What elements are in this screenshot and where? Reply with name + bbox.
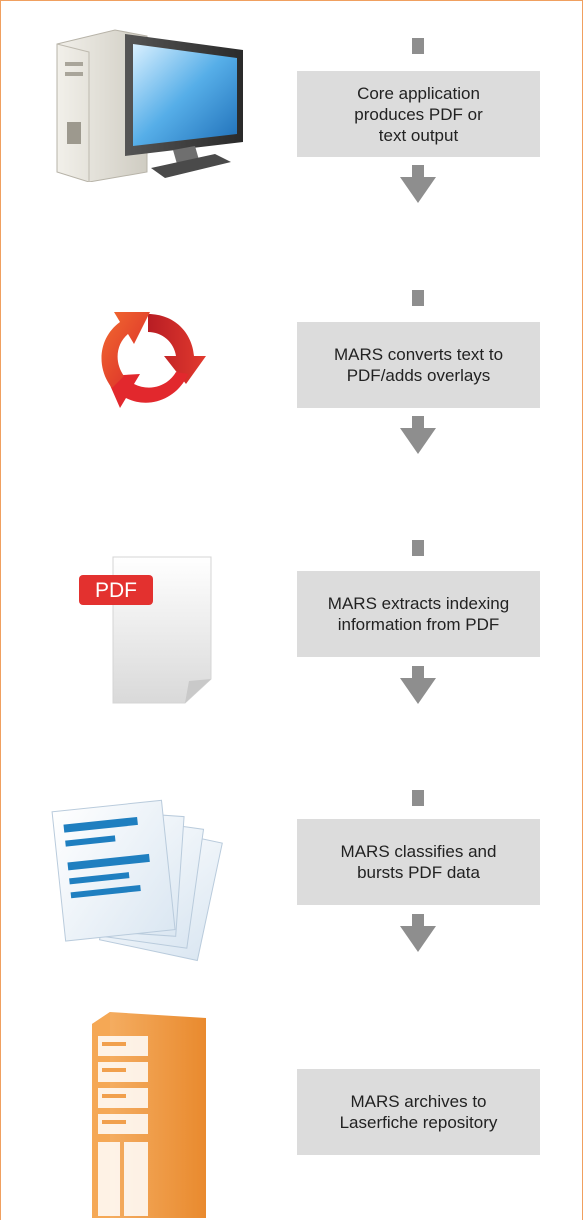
- connector-out-stem-2: [412, 416, 424, 428]
- connector-out-stem-1: [412, 165, 424, 177]
- connector-in-2: [412, 290, 424, 306]
- step-box-1: Core application produces PDF or text ou…: [297, 71, 540, 157]
- step-text-5: MARS archives to Laserfiche repository: [339, 1092, 498, 1132]
- circular-arrows-icon: [101, 312, 206, 408]
- step-box-4: MARS classifies and bursts PDF data: [297, 819, 540, 905]
- step-text-4: MARS classifies and bursts PDF data: [340, 842, 497, 882]
- step-text-2: MARS converts text to PDF/adds overlays: [333, 345, 504, 385]
- connector-in-3: [412, 540, 424, 556]
- connector-in-4: [412, 790, 424, 806]
- step-box-3: MARS extracts indexing information from …: [297, 571, 540, 657]
- step-text-1: Core application produces PDF or text ou…: [354, 83, 483, 145]
- arrow-down-1: [400, 177, 436, 203]
- server-tower-icon: [92, 1012, 206, 1218]
- pdf-document-icon: [79, 556, 212, 704]
- arrow-down-3: [400, 678, 436, 704]
- step-box-2: MARS converts text to PDF/adds overlays: [297, 322, 540, 408]
- desktop-computer-icon: [56, 29, 243, 182]
- connector-out-stem-4: [412, 914, 424, 926]
- arrow-down-2: [400, 428, 436, 454]
- connector-out-stem-3: [412, 666, 424, 678]
- pdf-badge-label: PDF: [95, 579, 137, 602]
- stacked-documents-icon: [51, 799, 223, 962]
- step-text-3: MARS extracts indexing information from …: [327, 594, 510, 634]
- arrow-down-4: [400, 926, 436, 952]
- connector-in-1: [412, 38, 424, 54]
- step-box-5: MARS archives to Laserfiche repository: [297, 1069, 540, 1155]
